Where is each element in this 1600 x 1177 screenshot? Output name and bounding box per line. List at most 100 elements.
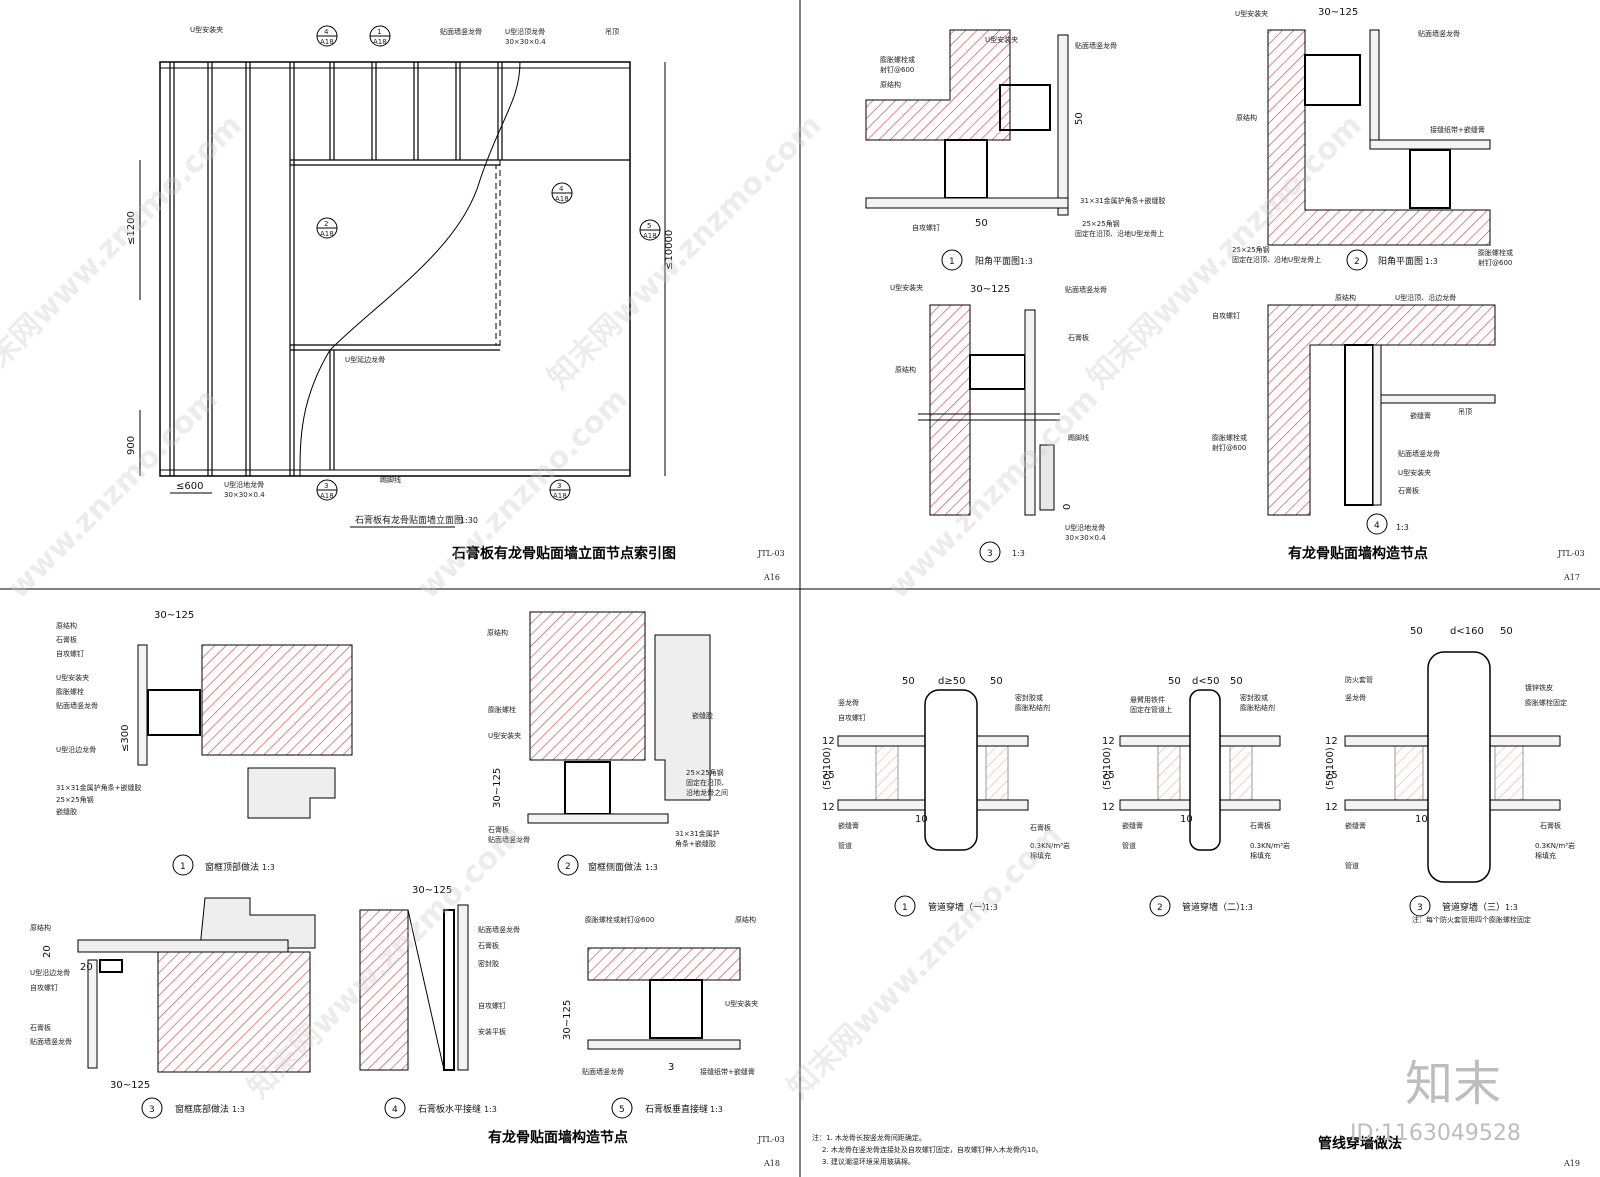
drawing-text: 石膏板 — [478, 941, 499, 950]
drawing-text: 棉填充 — [1250, 851, 1271, 860]
label: 贴面墙竖龙骨 — [440, 27, 482, 36]
drawing-text: 75 — [1102, 770, 1115, 781]
drawing-text: 0.3KN/m³岩 — [1535, 841, 1575, 850]
drawing-text: d<50 — [1192, 676, 1219, 687]
drawing-text: 50 — [975, 218, 988, 229]
drawing-text: 嵌缝胶 — [56, 807, 77, 816]
drawing-text: 石膏板 — [1250, 821, 1271, 830]
drawing-text: 75 — [822, 770, 835, 781]
drawing-text: 3 — [987, 549, 993, 559]
drawing-text: 沿地龙骨之间 — [686, 788, 728, 797]
drawing-text: 竖龙骨 — [1345, 693, 1366, 702]
elevation-caption: 石膏板有龙骨贴面墙立面图 — [355, 514, 463, 526]
drawing-text: 0 — [1062, 504, 1073, 510]
drawing-text: 1 — [949, 257, 955, 267]
drawing-text: 4 — [559, 185, 564, 193]
elevation-scale: 1:30 — [460, 516, 478, 525]
drawing-text: 膨胀螺栓或 — [1478, 248, 1513, 257]
dim-height: ≤10000 — [664, 230, 675, 270]
drawing-text: 射钉@600 — [1212, 443, 1246, 452]
drawing-text: U型安装夹 — [985, 35, 1018, 44]
node-marker: 2 — [1149, 895, 1171, 917]
drawing-text: 1:3 — [1396, 523, 1409, 532]
drawing-text: 接缝纸带+嵌缝膏 — [700, 1067, 755, 1076]
drawing-text: 防火套管 — [1345, 675, 1373, 684]
drawing-text: 石膏板 — [1068, 333, 1089, 342]
drawing-text: 自攻螺钉 — [838, 713, 866, 722]
drawing-text: 30~125 — [970, 284, 1010, 295]
drawing-text: 10 — [915, 814, 928, 825]
sheet-code: JTL-03 — [757, 549, 785, 558]
drawing-text: 1 — [180, 862, 186, 872]
drawing-text: 原结构 — [880, 80, 901, 89]
drawing-text: 12 — [822, 736, 835, 747]
drawing-text: 1:3 — [645, 863, 658, 872]
drawing-text: 10 — [1180, 814, 1193, 825]
node-marker: 1 — [941, 249, 963, 271]
drawing-text: 阳角平面图 — [1378, 255, 1423, 267]
drawing-text: 1:3 — [484, 1105, 497, 1114]
drawing-text: 原结构 — [30, 923, 51, 932]
drawing-text: 5 — [619, 1105, 625, 1115]
drawing-text: ≤300 — [120, 725, 131, 752]
sheet-page: A18 — [763, 1159, 780, 1168]
drawing-text: 膨胀粘结剂 — [1240, 703, 1275, 712]
node-marker: 1 — [172, 854, 194, 876]
drawing-text: 角条+嵌缝胶 — [675, 839, 716, 848]
drawing-text: 镀锌铁皮 — [1525, 683, 1553, 692]
drawing-text: 50 — [902, 676, 915, 687]
drawing-text: 管道穿墙（二） — [1182, 901, 1245, 913]
label: U型延边龙骨 — [345, 355, 385, 364]
drawing-text: 贴面墙竖龙骨 — [30, 1037, 72, 1046]
drawing-text: 2 — [1354, 257, 1360, 267]
sheet-title: 有龙骨贴面墙构造节点 — [488, 1129, 628, 1146]
label: 吊顶 — [605, 28, 619, 36]
drawing-text: 1:3 — [710, 1105, 723, 1114]
drawing-text: 自攻螺钉 — [912, 223, 940, 232]
drawing-text: 膨胀螺栓 — [488, 705, 516, 714]
sheet-a17: 50 50 U型安装夹 膨胀螺栓或 射钉@600 原结构 贴面墙竖龙骨 自攻螺钉… — [865, 7, 1585, 582]
drawing-text: 石膏板 — [1540, 821, 1561, 830]
drawing-text: 1:3 — [1012, 549, 1025, 558]
drawing-text: 管道 — [838, 841, 852, 850]
node-marker: 2 — [557, 854, 579, 876]
drawing-text: 贴面墙竖龙骨 — [488, 835, 530, 844]
drawing-text: 20 — [80, 962, 93, 973]
drawing-text: 12 — [822, 802, 835, 813]
drawing-text: 5 — [647, 222, 651, 230]
drawing-text: 竖龙骨 — [838, 698, 859, 707]
drawing-text: 石膏板垂直接缝 — [645, 1103, 708, 1115]
drawing-text: 30~125 — [492, 768, 503, 808]
drawing-text: (50,100) — [1102, 747, 1113, 790]
drawing-text: 棉填充 — [1030, 851, 1051, 860]
drawing-text: 射钉@600 — [1478, 258, 1512, 267]
drawing-text: 20 — [42, 945, 53, 958]
drawing-text: A18 — [320, 38, 334, 46]
drawing-text: 固定在管道上 — [1130, 705, 1172, 714]
drawing-text: 石膏板 — [1030, 823, 1051, 832]
drawing-text: 50 — [1230, 676, 1243, 687]
node-marker: 2 — [1346, 249, 1368, 271]
drawing-text: 嵌缝膏 — [1345, 821, 1366, 830]
drawing-text: 悬臂用铁件 — [1130, 695, 1165, 704]
drawing-text: 2 — [1157, 903, 1163, 913]
label: U型安装夹 — [190, 25, 223, 34]
drawing-text: 1 — [902, 903, 908, 913]
drawing-text: 30×30×0.4 — [1065, 534, 1106, 542]
drawing-text: 1:3 — [262, 863, 275, 872]
drawing-text: U型安装夹 — [725, 999, 758, 1008]
drawing-text: 知末网www.znzmo.com — [541, 108, 829, 396]
drawing-text: 窗框侧面做法 — [588, 861, 642, 873]
drawing-text: 2. 木龙骨在竖龙骨连接处及自攻螺钉固定，自攻螺钉伸入木龙骨内10。 — [822, 1145, 1043, 1154]
drawing-text: 管道 — [1345, 861, 1359, 870]
drawing-text: 膨胀螺栓或 — [1212, 433, 1247, 442]
drawing-text: 石膏板 — [488, 825, 509, 834]
sheet-page: A16 — [763, 573, 780, 582]
drawing-text: 1:3 — [1240, 903, 1253, 912]
drawing-text: 1:3 — [232, 1105, 245, 1114]
drawing-text: 3 — [557, 482, 561, 490]
drawing-text: 30~125 — [110, 1080, 150, 1091]
drawing-text: 12 — [1325, 736, 1338, 747]
